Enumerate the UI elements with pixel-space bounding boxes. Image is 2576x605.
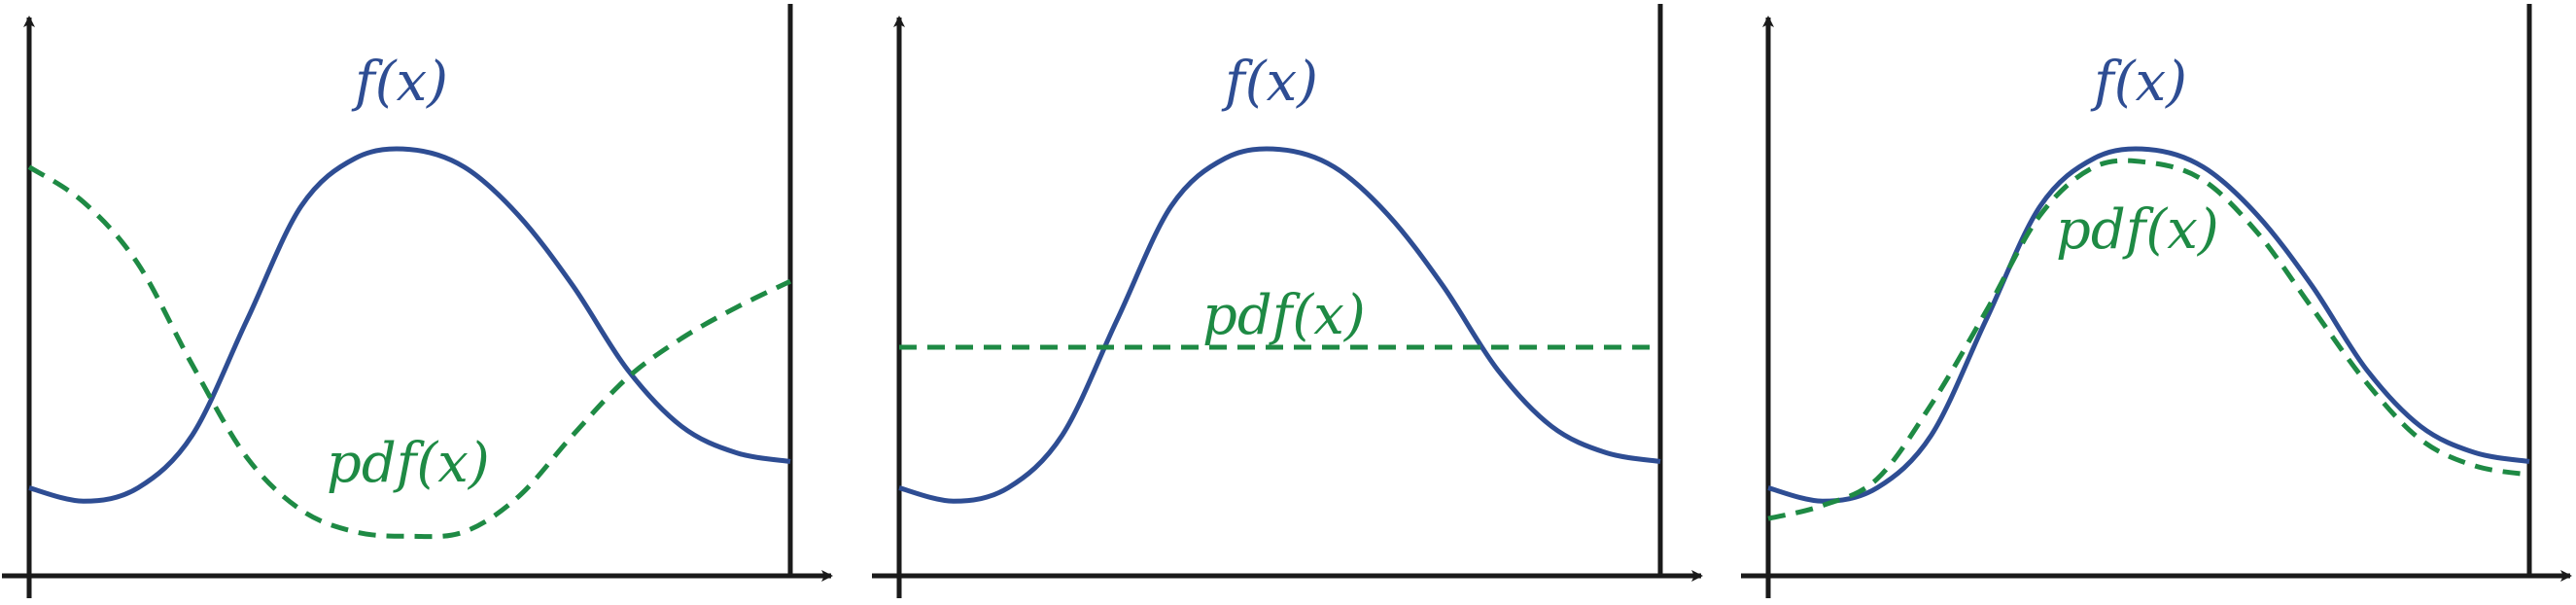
panel-1: f(x) pdf(x) [2, 4, 833, 598]
f-label: f(x) [2090, 51, 2187, 114]
f-label: f(x) [351, 51, 448, 114]
pdf-label: pdf(x) [1202, 284, 1366, 347]
f-label: f(x) [1221, 51, 1318, 114]
pdf-curve [27, 164, 792, 540]
f-curve [28, 146, 791, 504]
f-curve [898, 146, 1661, 504]
panel-3: f(x) pdf(x) [1741, 4, 2572, 598]
pdf-label: pdf(x) [327, 432, 490, 495]
panel-2: f(x) pdf(x) [872, 4, 1703, 598]
f-curve [1767, 146, 2530, 504]
pdf-curve [1767, 158, 2530, 521]
pdf-label: pdf(x) [2056, 198, 2219, 262]
